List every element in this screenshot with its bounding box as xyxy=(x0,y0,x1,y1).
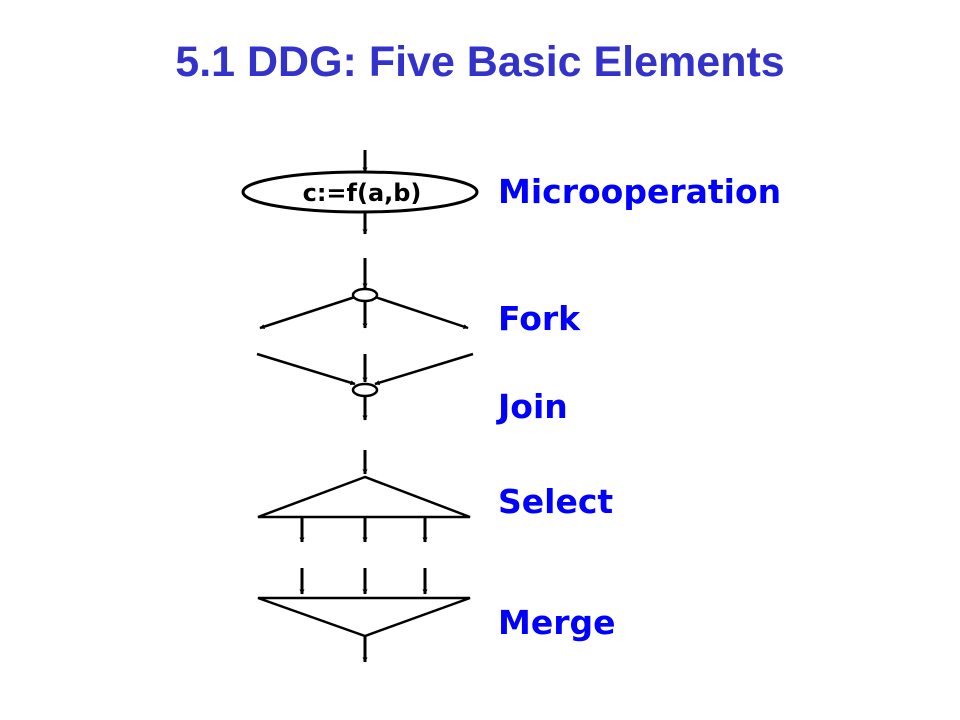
fork-element: Fork xyxy=(259,258,581,338)
slide-title: 5.1 DDG: Five Basic Elements xyxy=(175,38,785,86)
fork-node xyxy=(351,287,379,303)
join-element: Join xyxy=(256,352,568,426)
join-label: Join xyxy=(496,387,568,426)
fork-right-arrow xyxy=(374,295,469,330)
join-right-arrow xyxy=(374,352,474,386)
fork-label: Fork xyxy=(498,299,581,338)
select-label: Select xyxy=(498,482,613,521)
merge-element: Merge xyxy=(257,568,616,663)
microoperation-element: c:=f(a,b) Microoperation xyxy=(241,150,781,235)
fork-left-arrow xyxy=(259,295,356,330)
join-left-arrow xyxy=(256,352,356,386)
microoperation-node-text: c:=f(a,b) xyxy=(303,179,422,207)
microoperation-node xyxy=(241,170,479,214)
microoperation-label: Microoperation xyxy=(498,172,781,211)
join-node xyxy=(351,382,379,398)
merge-node xyxy=(257,596,471,638)
select-node xyxy=(257,475,471,519)
select-element: Select xyxy=(257,450,613,543)
merge-label: Merge xyxy=(498,603,616,642)
